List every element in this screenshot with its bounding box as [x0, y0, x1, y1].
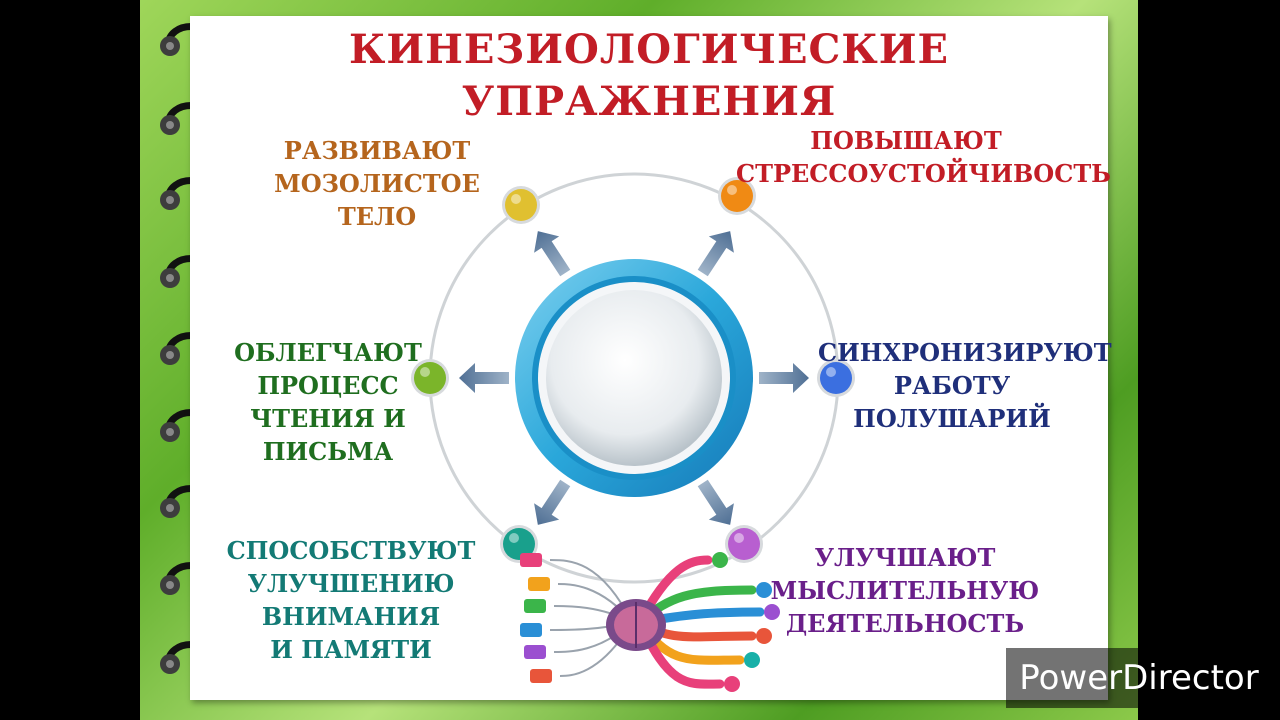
benefit-label-bottom-left: СПОСОБСТВУЮТ УЛУЧШЕНИЮ ВНИМАНИЯ И ПАМЯТИ — [216, 534, 486, 666]
title-line-1: КИНЕЗИОЛОГИЧЕСКИЕ — [348, 26, 950, 73]
mind-map-illustration — [520, 552, 780, 692]
node-dot-left — [411, 359, 449, 397]
node-dot-bottom-left — [500, 525, 538, 563]
benefit-label-left: ОБЛЕГЧАЮТ ПРОЦЕСС ЧТЕНИЯ И ПИСЬМА — [228, 336, 428, 468]
benefit-label-line: ДЕЯТЕЛЬНОСТЬ — [785, 609, 1025, 638]
benefit-label-bottom-right: УЛУЧШАЮТ МЫСЛИТЕЛЬНУЮ ДЕЯТЕЛЬНОСТЬ — [770, 541, 1040, 640]
node-dot-top-right — [718, 177, 756, 215]
benefit-label-line: ОБЛЕГЧАЮТ — [234, 338, 422, 367]
center-hub — [515, 259, 753, 497]
benefit-label-line: СПОСОБСТВУЮТ — [226, 536, 476, 565]
powerdirector-watermark: PowerDirector — [1006, 648, 1272, 708]
benefit-label-line: ПИСЬМА — [262, 437, 394, 466]
arrow-right — [759, 363, 809, 393]
benefit-label-line: МЫСЛИТЕЛЬНУЮ — [770, 576, 1040, 605]
benefit-label-line: РАБОТУ — [893, 371, 1011, 400]
title-line-2: УПРАЖНЕНИЯ — [461, 78, 837, 125]
benefit-label-line: ПОВЫШАЮТ — [810, 126, 1002, 155]
benefit-label-line: СТРЕССОУСТОЙЧИВОСТЬ — [736, 159, 1111, 188]
benefit-label-line: УЛУЧШЕНИЮ — [247, 569, 455, 598]
benefit-label-line: СИНХРОНИЗИРУЮТ — [818, 338, 1112, 367]
benefit-label-line: ПРОЦЕСС — [257, 371, 399, 400]
benefit-label-line: РАЗВИВАЮТ — [283, 136, 471, 165]
arrow-top-left — [534, 231, 571, 277]
benefit-label-top-left: РАЗВИВАЮТ МОЗОЛИСТОЕ ТЕЛО — [262, 134, 492, 233]
node-dot-top-left — [502, 186, 540, 224]
benefit-label-line: ВНИМАНИЯ — [261, 602, 441, 631]
node-dot-right — [817, 359, 855, 397]
benefit-label-right: СИНХРОНИЗИРУЮТ РАБОТУ ПОЛУШАРИЙ — [818, 336, 1112, 435]
node-dot-bottom-right — [725, 525, 763, 563]
arrow-bottom-right — [697, 479, 734, 525]
benefit-label-line: УЛУЧШАЮТ — [814, 543, 996, 572]
benefit-label-line: ПОЛУШАРИЙ — [853, 404, 1051, 433]
benefit-label-top-right: ПОВЫШАЮТ СТРЕССОУСТОЙЧИВОСТЬ — [736, 124, 1111, 190]
arrow-left — [459, 363, 509, 393]
benefit-label-line: ЧТЕНИЯ И — [250, 404, 406, 433]
benefit-label-line: ТЕЛО — [337, 202, 417, 231]
benefit-label-line: МОЗОЛИСТОЕ — [274, 169, 480, 198]
benefit-label-line: И ПАМЯТИ — [270, 635, 432, 664]
arrow-top-right — [697, 231, 734, 277]
arrow-bottom-left — [534, 479, 571, 525]
